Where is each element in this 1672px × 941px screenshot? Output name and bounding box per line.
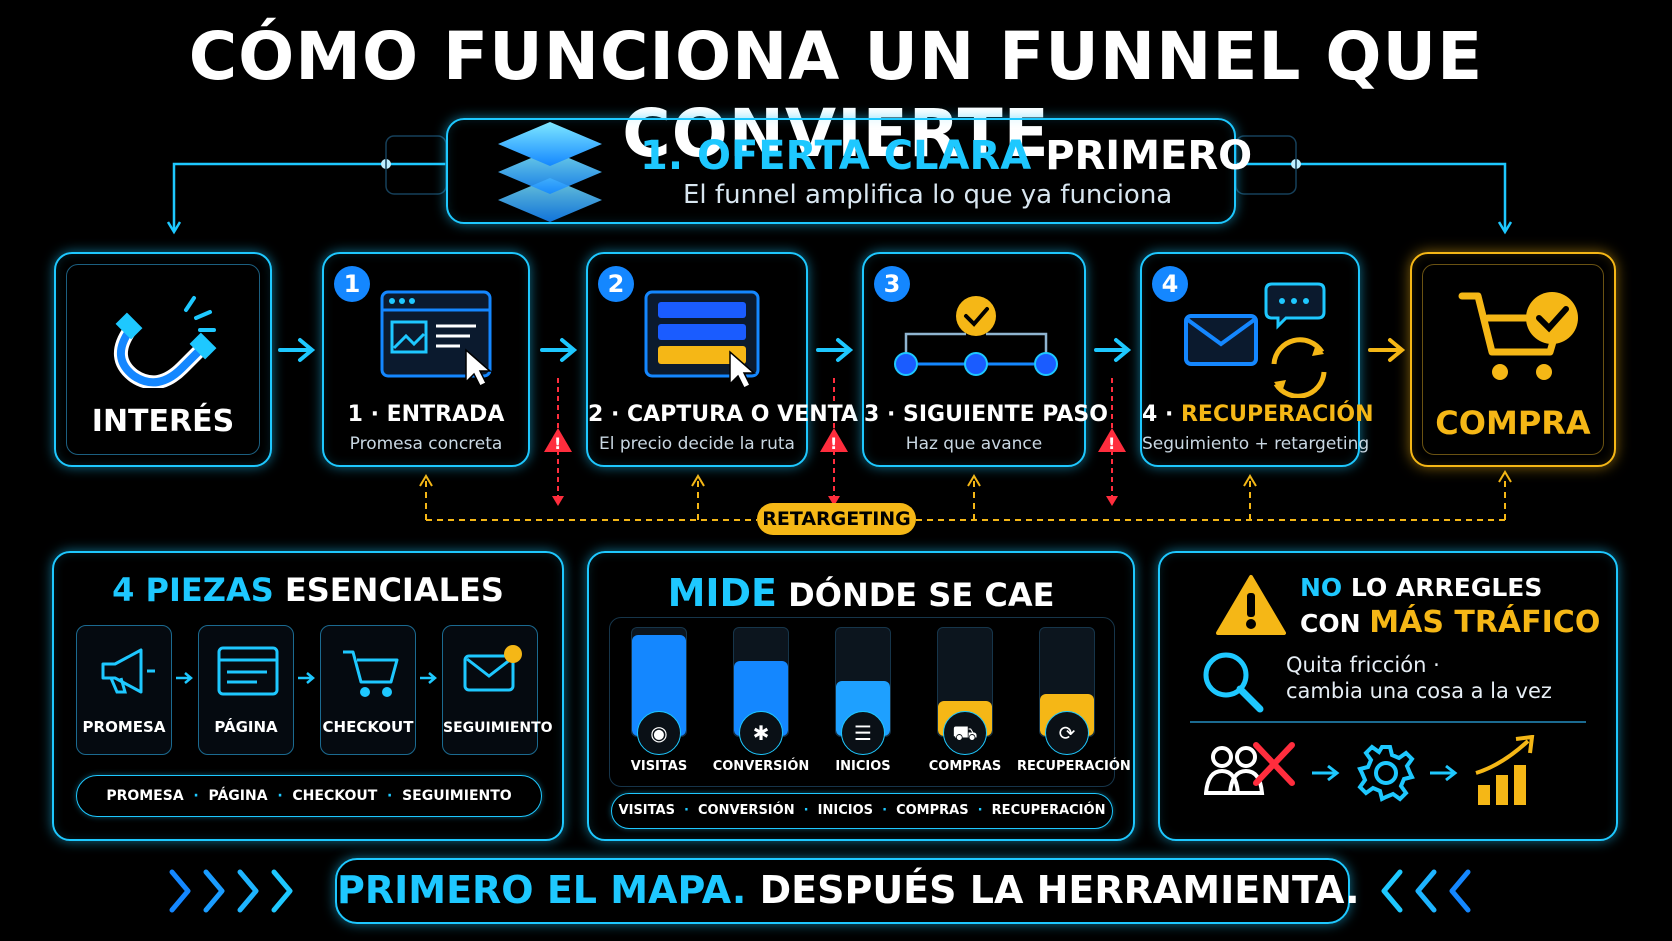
step-label: 4 · RECUPERACIÓN bbox=[1142, 402, 1374, 427]
email-recovery-icon bbox=[1184, 282, 1327, 398]
step-sub: Seguimiento + retargeting bbox=[1142, 434, 1370, 454]
svg-text:!: ! bbox=[1108, 434, 1115, 453]
bar-label: INICIOS bbox=[835, 759, 891, 774]
step-label: 2 · CAPTURA O VENTA bbox=[588, 402, 858, 427]
step-captura: 2 2 · CAPTURA O VENTA El precio decide l… bbox=[586, 252, 858, 467]
step-label: 3 · SIGUIENTE PASO bbox=[864, 402, 1108, 427]
cart-icon bbox=[343, 650, 399, 697]
piece-arrows bbox=[176, 672, 437, 684]
piece-label: PÁGINA bbox=[214, 718, 278, 736]
arrow-icon bbox=[1312, 764, 1340, 782]
layers-icon bbox=[498, 122, 602, 222]
offer-number: 1. bbox=[640, 133, 684, 179]
fix-line2: CON MÁS TRÁFICO bbox=[1300, 605, 1601, 640]
panel-pieces: 4 PIEZAS ESENCIALES PROMESA PÁGINA CHECK… bbox=[52, 551, 564, 841]
piece-label: CHECKOUT bbox=[322, 718, 414, 736]
flow-arrows bbox=[278, 338, 1132, 362]
page-title: CÓMO FUNCIONA UN FUNNEL QUE CONVIERTE bbox=[188, 18, 1484, 172]
piece-pagina: PÁGINA bbox=[198, 625, 294, 755]
piece-label: SEGUIMIENTO bbox=[443, 720, 553, 736]
bars-frame bbox=[609, 617, 1115, 787]
cart-check-icon bbox=[1458, 292, 1578, 380]
mail-notification-icon bbox=[463, 645, 522, 692]
landing-page-icon bbox=[380, 290, 492, 386]
fix-body2: cambia una cosa a la vez bbox=[1286, 679, 1552, 703]
bottom-banner: PRIMERO EL MAPA. DESPUÉS LA HERRAMIENTA. bbox=[335, 858, 1360, 924]
step-entrada: 1 1 · ENTRADA Promesa concreta bbox=[322, 252, 530, 467]
step-sub: El precio decide la ruta bbox=[599, 434, 795, 454]
divider bbox=[1190, 721, 1586, 723]
piece-checkout: CHECKOUT bbox=[320, 625, 416, 755]
bar-label: VISITAS bbox=[630, 759, 688, 774]
page-icon bbox=[217, 646, 279, 696]
step-recuperacion: 4 4 · RECUPERACIÓN Seguimiento + retarge… bbox=[1140, 252, 1374, 467]
panel-measure: MIDE DÓNDE SE CAE ◉ VISITAS ✱ CONVERSIÓN ☰ IN… bbox=[587, 551, 1135, 841]
panel-fix: NO LO ARREGLES CON MÁS TRÁFICO Quita fri… bbox=[1158, 551, 1618, 841]
panel-title: 4 PIEZAS ESENCIALES bbox=[112, 571, 504, 609]
bar-label: CONVERSIÓN bbox=[712, 759, 810, 774]
step-label: COMPRA bbox=[1435, 404, 1591, 442]
piece-seguimiento: SEGUIMIENTO bbox=[442, 625, 553, 755]
retargeting-badge: RETARGETING bbox=[757, 503, 916, 535]
form-icon bbox=[644, 290, 760, 390]
magnet-icon bbox=[114, 296, 217, 388]
step-badge: 4 bbox=[1152, 266, 1188, 302]
gear-icon bbox=[1357, 744, 1415, 802]
arrow-icon bbox=[1430, 764, 1458, 782]
step-badge: 2 bbox=[598, 266, 634, 302]
fix-body1: Quita fricción · bbox=[1286, 653, 1440, 677]
warning-icon bbox=[1216, 575, 1286, 635]
list-icon: ☰ bbox=[841, 711, 885, 755]
step-sub: Haz que avance bbox=[905, 434, 1043, 454]
piece-label: PROMESA bbox=[82, 718, 166, 736]
search-icon bbox=[1203, 652, 1264, 713]
step-badge: 1 bbox=[334, 266, 370, 302]
svg-text:!: ! bbox=[554, 434, 561, 453]
megaphone-icon bbox=[101, 648, 155, 694]
fix-line1: NO LO ARREGLES bbox=[1300, 573, 1543, 602]
flow-icon bbox=[894, 296, 1058, 376]
pieces-pill: PROMESA · PÁGINA · CHECKOUT · SEGUIMIENT… bbox=[76, 775, 542, 817]
step-label: 1 · ENTRADA bbox=[347, 402, 505, 427]
step-compra: COMPRA bbox=[1410, 252, 1616, 467]
offer-subtitle: El funnel amplifica lo que ya funciona bbox=[683, 180, 1173, 210]
cart-icon: ⛟ bbox=[943, 711, 987, 755]
click-icon: ✱ bbox=[739, 711, 783, 755]
piece-promesa: PROMESA bbox=[76, 625, 172, 755]
offer-rest: PRIMERO bbox=[1045, 133, 1253, 179]
bottom-text: PRIMERO EL MAPA. DESPUÉS LA HERRAMIENTA. bbox=[337, 868, 1360, 912]
step-badge: 3 bbox=[874, 266, 910, 302]
offer-heading: 1. OFERTA CLARA PRIMERO bbox=[640, 133, 1252, 179]
bar-label: COMPRAS bbox=[928, 759, 1002, 774]
offer-box bbox=[446, 118, 1236, 224]
bar-label: RECUPERACIÓN bbox=[1017, 759, 1131, 774]
step-label: INTERÉS bbox=[91, 404, 235, 439]
crossed-audience-icon bbox=[1204, 742, 1295, 795]
eye-icon: ◉ bbox=[637, 711, 681, 755]
step-interes: INTERÉS bbox=[54, 252, 272, 467]
growth-chart-icon bbox=[1475, 735, 1535, 805]
step-sub: Promesa concreta bbox=[349, 434, 503, 454]
measure-pill: VISITAS · CONVERSIÓN · INICIOS · COMPRAS… bbox=[611, 793, 1113, 829]
step-siguiente: 3 3 · SIGUIENTE PASO Haz que avance bbox=[862, 252, 1108, 467]
chevron-decoration bbox=[169, 869, 1471, 913]
recover-icon: ⟳ bbox=[1045, 711, 1089, 755]
panel-title: MIDE DÓNDE SE CAE bbox=[667, 571, 1055, 615]
svg-text:!: ! bbox=[830, 434, 837, 453]
offer-highlight: OFERTA CLARA bbox=[696, 133, 1032, 179]
